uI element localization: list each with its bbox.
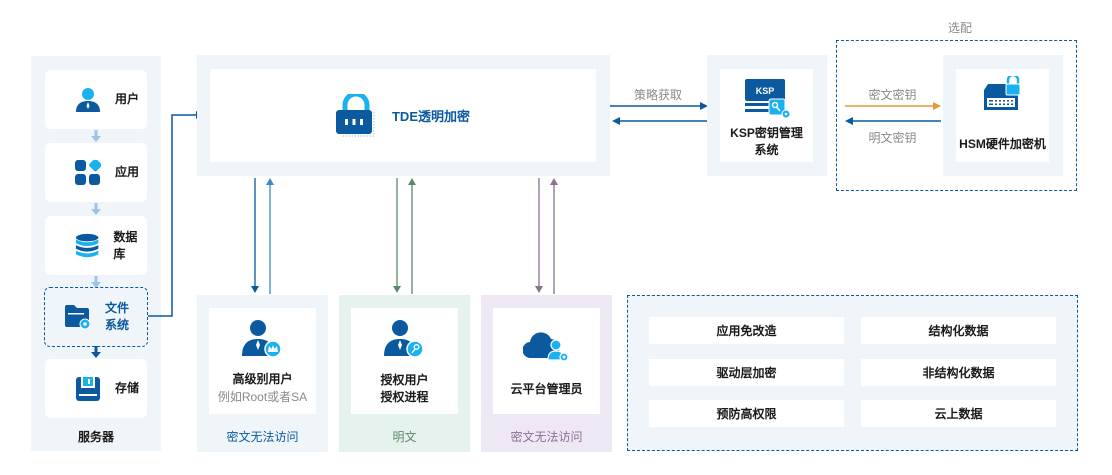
tde-card: TDE透明加密 (210, 69, 596, 162)
arrow-pair-cloud (535, 178, 558, 294)
server-item-label: 数据库 (113, 229, 138, 261)
access-group-cloud: 云平台管理员 密文无法访问 (481, 295, 612, 452)
admin-card: 高级别用户 例如Root或者SA (209, 308, 316, 414)
arrow-pair-authorized (393, 178, 416, 294)
ksp-badge: KSP (756, 86, 775, 96)
arrow-pair-admin (251, 178, 274, 294)
ksp-title-line2: 系统 (754, 143, 779, 157)
ksp-panel: KSP KSP密钥管理 系统 (707, 55, 827, 176)
user-icon (76, 87, 100, 112)
authorized-title-line1: 授权用户 (380, 373, 429, 387)
tde-title: TDE透明加密 (391, 109, 470, 124)
hsm-device-lock-icon (984, 76, 1021, 110)
server-item-apps[interactable]: 应用 (45, 143, 147, 202)
policy-arrows (610, 102, 708, 125)
optional-label: 选配 (947, 21, 972, 35)
cloud-card: 云平台管理员 (493, 308, 600, 414)
policy-label: 策略获取 (633, 88, 682, 102)
feature-item: 结构化数据 (861, 317, 1056, 344)
authorized-result: 明文 (392, 430, 417, 444)
tde-panel: TDE透明加密 (197, 55, 610, 176)
feature-item: 预防高权限 (649, 400, 844, 427)
flow-arrow-light (91, 130, 101, 142)
authorized-title-line2: 授权进程 (380, 390, 429, 404)
server-panel: 用户 应用 数据库 (31, 56, 161, 451)
server-item-user[interactable]: 用户 (45, 70, 147, 129)
user-key-icon (384, 320, 424, 358)
server-item-label-line2: 系统 (105, 318, 130, 332)
ciphertext-key-label: 密文密钥 (868, 88, 917, 102)
plaintext-key-label: 明文密钥 (868, 131, 917, 145)
database-icon (75, 233, 99, 257)
server-item-storage[interactable]: 存储 (45, 359, 147, 418)
key-exchange-arrows (845, 102, 941, 125)
admin-subtitle: 例如Root或者SA (217, 390, 308, 404)
cloud-title: 云平台管理员 (510, 382, 583, 396)
ksp-title-line1: KSP密钥管理 (730, 126, 803, 140)
hsm-panel: HSM硬件加密机 (943, 55, 1063, 176)
server-item-label-line1: 文件 (105, 301, 130, 315)
flow-arrow-light (91, 276, 101, 288)
cloud-result: 密文无法访问 (510, 430, 583, 444)
apps-icon (75, 159, 101, 185)
access-group-authorized: 授权用户 授权进程 明文 (339, 295, 470, 452)
flow-arrow-dark (91, 346, 101, 358)
server-item-database[interactable]: 数据库 (45, 216, 147, 275)
padlock-icon (335, 93, 375, 136)
optional-group-frame (836, 40, 1077, 191)
user-crown-icon (242, 320, 282, 358)
folder-gear-icon (65, 305, 91, 330)
ksp-card: KSP KSP密钥管理 系统 (720, 69, 813, 162)
hsm-title: HSM硬件加密机 (959, 137, 1046, 151)
server-item-filesystem[interactable]: 文件 系统 (44, 287, 148, 347)
feature-item: 非结构化数据 (861, 359, 1056, 386)
access-group-admin: 高级别用户 例如Root或者SA 密文无法访问 (197, 295, 328, 452)
server-item-label: 用户 (115, 92, 140, 106)
authorized-card: 授权用户 授权进程 (351, 308, 458, 414)
ksp-monitor-key-icon: KSP (745, 79, 791, 119)
storage-icon (76, 376, 100, 401)
admin-result: 密文无法访问 (226, 430, 299, 444)
hsm-card: HSM硬件加密机 (956, 69, 1049, 162)
admin-title: 高级别用户 (232, 372, 293, 386)
server-footer-label: 服务器 (77, 430, 114, 444)
flow-arrow-light (91, 203, 101, 215)
feature-item: 云上数据 (861, 400, 1056, 427)
server-item-label: 应用 (115, 165, 140, 179)
server-item-label: 存储 (115, 381, 140, 395)
features-panel: 应用免改造 驱动层加密 预防高权限 结构化数据 非结构化数据 云上数据 (627, 295, 1078, 451)
access-arrows (251, 178, 558, 294)
cloud-admin-icon (523, 332, 569, 362)
feature-item: 驱动层加密 (649, 359, 844, 386)
feature-item: 应用免改造 (649, 317, 844, 344)
